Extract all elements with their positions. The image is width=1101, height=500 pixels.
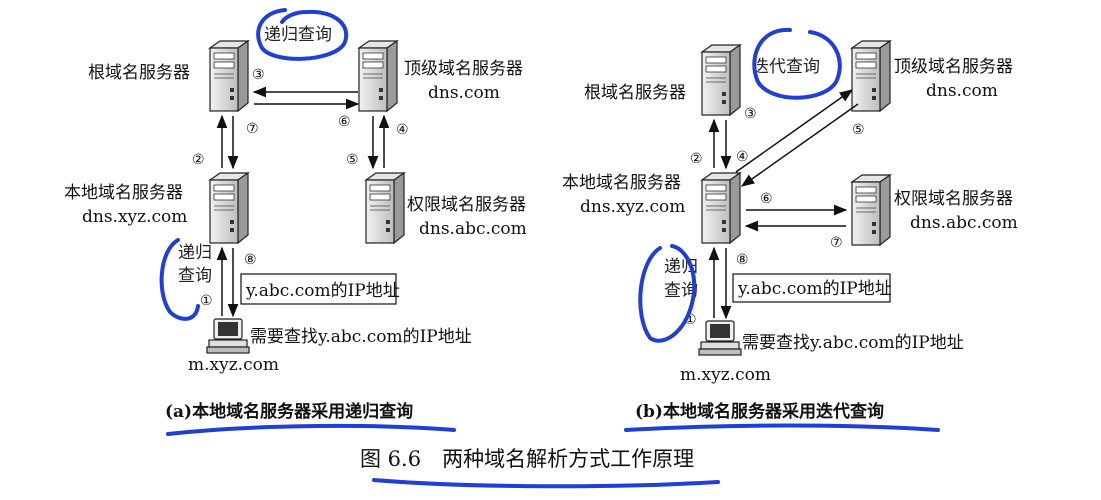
step-5-b: ⑤ bbox=[852, 122, 865, 138]
local-domain-label-b: dns.xyz.com bbox=[580, 197, 685, 217]
local-server-label-b: 本地域名服务器 bbox=[562, 173, 681, 193]
annotation-recursive-top: 递归查询 bbox=[264, 25, 332, 45]
step-2-b: ② bbox=[690, 151, 703, 167]
figure-caption: 图 6.6 两种域名解析方式工作原理 bbox=[360, 447, 694, 471]
answer-box-text: y.abc.com的IP地址 bbox=[245, 281, 400, 301]
step-5: ⑤ bbox=[346, 152, 359, 168]
host-computer-icon bbox=[206, 318, 250, 354]
ink-circle-top-b bbox=[752, 27, 842, 100]
auth-domain-label-b: dns.abc.com bbox=[910, 213, 1018, 233]
step-8-b: ⑧ bbox=[736, 252, 749, 268]
caption-b: (b)本地域名服务器采用迭代查询 bbox=[635, 401, 884, 422]
annotation-iterative-top: 迭代查询 bbox=[752, 57, 820, 77]
auth-server-icon-b bbox=[851, 174, 891, 246]
answer-box-text-b: y.abc.com的IP地址 bbox=[737, 279, 892, 299]
annotation-side-line1: 递归 bbox=[178, 243, 212, 263]
root-server-label-b: 根域名服务器 bbox=[584, 83, 686, 103]
auth-server-icon bbox=[365, 172, 405, 244]
step-6-b: ⑥ bbox=[760, 191, 773, 207]
tld-server-icon-b bbox=[851, 40, 891, 112]
tld-domain-label-b: dns.com bbox=[926, 81, 998, 101]
tld-server-label: 顶级域名服务器 bbox=[404, 59, 523, 79]
tld-server-icon bbox=[358, 40, 398, 112]
answer-box bbox=[240, 273, 397, 305]
host-computer-icon-b bbox=[698, 320, 742, 356]
step-7: ⑦ bbox=[246, 121, 259, 137]
ink-circle-top bbox=[256, 8, 349, 61]
caption-a: (a)本地域名服务器采用递归查询 bbox=[165, 401, 413, 422]
step-4-b: ④ bbox=[736, 149, 749, 165]
need-lookup-text: 需要查找y.abc.com的IP地址 bbox=[250, 327, 472, 347]
auth-domain-label: dns.abc.com bbox=[419, 219, 527, 239]
root-server-label: 根域名服务器 bbox=[88, 63, 190, 83]
step-3-b: ③ bbox=[744, 106, 757, 122]
annotation-side-line2-b: 查询 bbox=[664, 281, 698, 301]
local-server-icon-b bbox=[701, 172, 741, 244]
tld-server-label-b: 顶级域名服务器 bbox=[894, 57, 1013, 77]
step-6: ⑥ bbox=[338, 114, 351, 130]
step-7-b: ⑦ bbox=[830, 235, 843, 251]
need-lookup-text-b: 需要查找y.abc.com的IP地址 bbox=[742, 333, 964, 353]
ink-underline-figure bbox=[372, 478, 720, 489]
auth-server-label-b: 权限域名服务器 bbox=[894, 189, 1013, 209]
step-4: ④ bbox=[396, 122, 409, 138]
local-domain-label: dns.xyz.com bbox=[82, 207, 187, 227]
auth-server-label: 权限域名服务器 bbox=[407, 195, 526, 215]
ink-underline-b bbox=[624, 423, 940, 432]
panel-iterative: 根域名服务器 顶级域名服务器 dns.com 本地域名服务器 dns.xyz.c… bbox=[562, 27, 1018, 432]
root-server-icon bbox=[209, 40, 249, 112]
ink-circle-side-b bbox=[638, 244, 697, 343]
host-domain-label-b: m.xyz.com bbox=[680, 365, 771, 385]
arrow-tld-to-local-b bbox=[740, 103, 859, 187]
root-server-icon-b bbox=[701, 44, 741, 116]
step-2: ② bbox=[192, 152, 205, 168]
tld-domain-label: dns.com bbox=[428, 83, 500, 103]
local-server-icon bbox=[209, 172, 249, 244]
ink-underline-a bbox=[166, 423, 456, 436]
ink-circle-side bbox=[159, 238, 200, 321]
step-1: ① bbox=[200, 293, 213, 309]
local-server-label: 本地域名服务器 bbox=[64, 183, 183, 203]
arrow-local-to-tld-b bbox=[735, 89, 854, 173]
answer-box-b bbox=[732, 273, 891, 303]
panel-recursive: 根域名服务器 顶级域名服务器 dns.com 本地域名服务器 dns.xyz.c… bbox=[64, 8, 527, 436]
host-domain-label: m.xyz.com bbox=[188, 355, 279, 375]
step-3: ③ bbox=[252, 67, 265, 83]
annotation-side-line2: 查询 bbox=[178, 266, 212, 286]
step-8: ⑧ bbox=[244, 252, 257, 268]
